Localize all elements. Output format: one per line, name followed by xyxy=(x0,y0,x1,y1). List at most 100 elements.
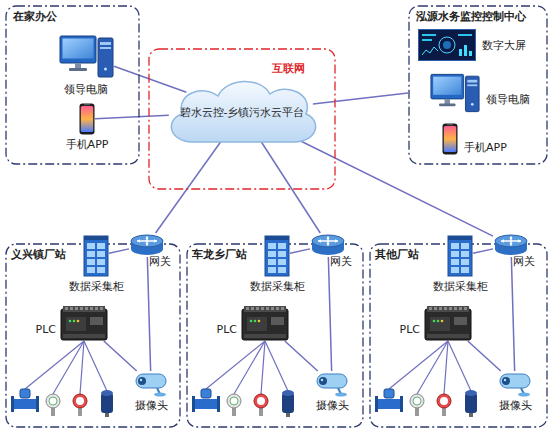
screen-bar xyxy=(469,51,472,56)
plc-terminal xyxy=(271,307,274,310)
plc-terminals xyxy=(63,306,105,312)
phone-body xyxy=(80,104,95,135)
signal-wire xyxy=(417,341,448,394)
cloud-outline xyxy=(171,81,315,142)
drive-bay xyxy=(467,80,477,83)
connector-line xyxy=(289,135,493,236)
gateway-icon-shape xyxy=(493,233,529,257)
node-label: PLC xyxy=(217,323,237,336)
cabinet-icon-shape xyxy=(83,235,109,277)
cabinet-panel xyxy=(461,259,469,265)
signal-wire xyxy=(206,341,265,389)
connector-line xyxy=(511,257,514,371)
camera-lens-glint xyxy=(504,379,506,381)
transmitter-head xyxy=(101,390,113,396)
level-gauge xyxy=(254,394,268,408)
plc-icon: PLC xyxy=(241,305,289,341)
cabinet-panel xyxy=(461,243,469,249)
node-label: 数据采集柜 xyxy=(433,280,488,293)
group-heading: 车龙乡厂站 xyxy=(192,248,247,261)
level-gauge xyxy=(73,394,87,408)
gateway-icon: 网关 xyxy=(493,233,529,257)
cabinet-panel xyxy=(268,267,276,273)
plc-terminal xyxy=(266,307,269,310)
connector-line xyxy=(468,341,501,371)
cabinet-panel xyxy=(97,259,105,265)
flowmeter-flange xyxy=(36,396,39,412)
gateway-top xyxy=(131,235,163,247)
flowmeter-flange xyxy=(375,396,378,412)
plc-led xyxy=(254,320,257,323)
group-box: 泓源水务监控控制中心数字大屏领导电脑手机APP xyxy=(408,5,548,165)
gateway-arrowheads xyxy=(318,237,338,246)
plc-bottom-strip xyxy=(244,334,286,338)
screen-bar xyxy=(464,45,467,56)
cabinet-panel xyxy=(461,251,469,257)
gauge-face xyxy=(76,397,84,405)
node-label: 网关 xyxy=(513,255,535,268)
signal-wire xyxy=(444,341,448,394)
cabinet-panel xyxy=(87,243,95,249)
plc-terminal xyxy=(80,307,83,310)
phone-body xyxy=(443,124,458,155)
plc-panel xyxy=(66,317,86,331)
gateway-arrows xyxy=(501,237,521,246)
node-label: 数据采集柜 xyxy=(69,280,124,293)
node-label: 手机APP xyxy=(464,141,507,154)
flowmeter-pipe xyxy=(13,399,37,409)
transmitter-head xyxy=(465,390,477,396)
pressure-gauge xyxy=(410,394,424,408)
phone-notch xyxy=(84,104,90,105)
flowmeter-head xyxy=(384,389,394,398)
cabinet-icon: 数据采集柜 xyxy=(447,235,473,277)
node-label: 摄像头 xyxy=(499,399,532,412)
connector-line xyxy=(313,93,408,104)
connector-line xyxy=(95,115,169,118)
camera-base xyxy=(154,393,166,397)
cabinet-panel xyxy=(268,243,276,249)
plc-led xyxy=(437,320,440,323)
phone-screen xyxy=(81,106,93,132)
node-label: 摄像头 xyxy=(135,399,168,412)
drive-bay xyxy=(100,47,111,49)
connector-line xyxy=(290,249,310,253)
cabinet-top xyxy=(265,236,289,240)
network-zone: 互联网碧水云控-乡镇污水云平台 xyxy=(148,48,336,190)
plc-icon-shape xyxy=(60,305,108,341)
gateway-icon-shape xyxy=(129,233,165,257)
plc-label xyxy=(271,317,284,325)
plc-terminal xyxy=(444,307,447,310)
node-label: 手机APP xyxy=(66,138,109,151)
plc-led xyxy=(250,320,253,323)
plc-icon-shape xyxy=(424,305,472,341)
cabinet-body xyxy=(448,236,472,276)
plc-led xyxy=(433,320,436,323)
cabinet-body xyxy=(265,236,289,276)
cabinet-icon-shape xyxy=(447,235,473,277)
monitor-frame xyxy=(431,74,464,99)
screen-bar xyxy=(459,49,462,56)
screen-bar xyxy=(422,34,436,36)
pressure-gauge xyxy=(46,394,60,408)
camera-lens xyxy=(502,377,510,385)
screen-chart xyxy=(422,47,438,55)
connector-line xyxy=(109,249,129,253)
plc-terminal xyxy=(449,307,452,310)
group-heading: 其他厂站 xyxy=(375,248,419,261)
group-heading: 在家办公 xyxy=(13,10,57,23)
station-box: 车龙乡厂站数据采集柜网关PLC摄像头 xyxy=(186,243,364,428)
camera-icon-shape xyxy=(314,371,350,397)
flowmeter-head xyxy=(201,389,211,398)
camera-lens xyxy=(138,377,146,385)
screen-globe-core xyxy=(443,41,451,49)
plc-led xyxy=(258,320,261,323)
cabinet-panel xyxy=(87,251,95,257)
plc-terminal xyxy=(454,307,457,310)
cabinet-panel xyxy=(451,251,459,257)
plc-icon-shape xyxy=(241,305,289,341)
plc-body xyxy=(425,309,471,340)
phone-icon-shape xyxy=(442,123,458,155)
plc-bottom-strip xyxy=(63,334,105,338)
transmitter-stem xyxy=(105,413,109,417)
